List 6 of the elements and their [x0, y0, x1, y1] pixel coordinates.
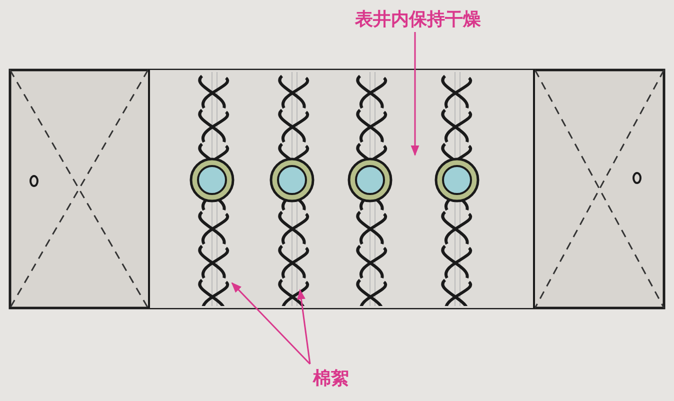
leader-arrow [231, 282, 311, 365]
well-interior-panel [148, 70, 535, 308]
callout-text: 棉絮 [313, 366, 349, 390]
leader-arrow [297, 288, 311, 364]
callout-text: 表井内保持干燥 [355, 8, 481, 32]
leader-arrow [410, 32, 420, 156]
